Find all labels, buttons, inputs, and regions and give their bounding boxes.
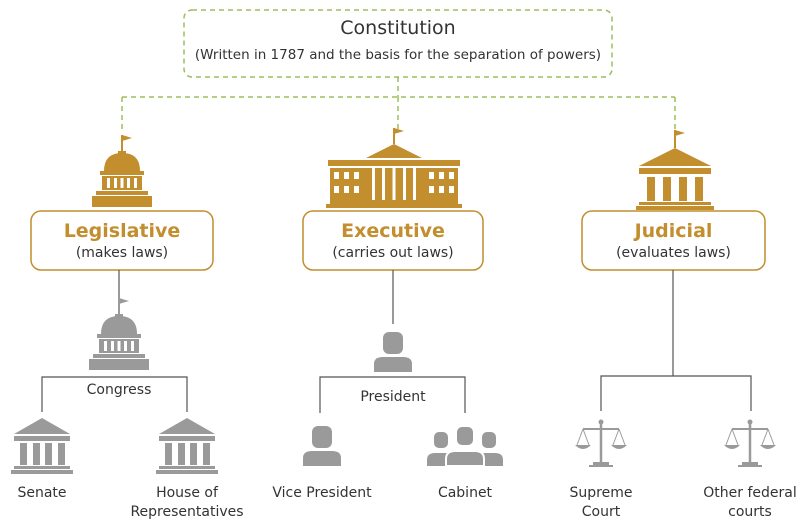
other-courts-label-line1: Other federal	[703, 485, 797, 501]
legislative-box	[30, 210, 214, 271]
house-label-line1: House of	[156, 485, 218, 501]
congress-capitol-icon	[88, 297, 150, 371]
legislative-capitol-icon	[91, 134, 153, 208]
constitution-connector	[121, 77, 676, 130]
other-courts-scales-icon	[722, 418, 778, 469]
legislative-description: (makes laws)	[75, 245, 169, 261]
vice-president-person-icon	[303, 426, 341, 466]
constitution-title: Constitution	[340, 17, 456, 39]
president-person-icon	[374, 332, 412, 372]
cabinet-label: Cabinet	[437, 485, 493, 501]
vice-president-label: Vice President	[272, 485, 372, 501]
supreme-court-label-line1: Supreme	[569, 485, 633, 501]
judicial-courthouse-icon	[635, 129, 715, 211]
legislative-title: Legislative	[63, 220, 181, 242]
supreme-court-label-line2: Court	[581, 504, 621, 520]
judicial-description: (evaluates laws)	[616, 245, 731, 261]
president-label: President	[360, 389, 426, 405]
congress-label: Congress	[86, 382, 152, 398]
supreme-court-scales-icon	[573, 418, 629, 469]
hierarchy-connectors	[41, 270, 752, 413]
cabinet-group-icon	[426, 425, 504, 467]
executive-description: (carries out laws)	[332, 245, 454, 261]
executive-white-house-icon	[325, 127, 463, 209]
constitution-subtitle: (Written in 1787 and the basis for the s…	[194, 47, 602, 63]
senate-courthouse-icon	[11, 418, 73, 474]
executive-title: Executive	[341, 220, 445, 242]
house-label-line2: Representatives	[130, 504, 244, 520]
other-courts-label-line2: courts	[728, 504, 772, 520]
house-courthouse-icon	[156, 418, 218, 474]
senate-label: Senate	[17, 485, 67, 501]
judicial-title: Judicial	[634, 220, 713, 242]
